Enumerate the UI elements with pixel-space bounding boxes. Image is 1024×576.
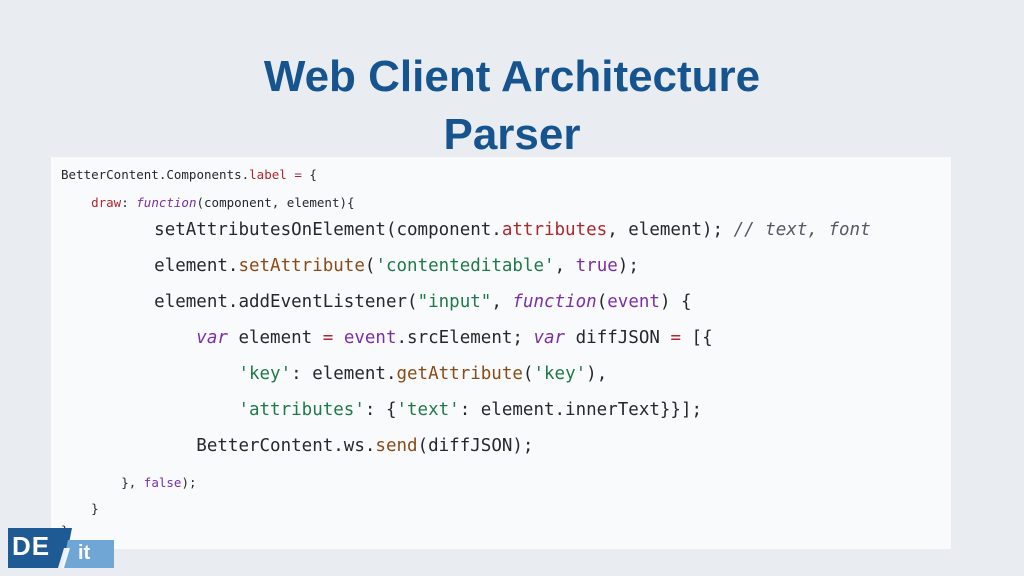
code-line-2: draw: function(component, element){ xyxy=(91,195,355,210)
devit-logo: DE it xyxy=(8,528,114,568)
code-line-8: 'attributes': {'text': element.innerText… xyxy=(238,400,703,420)
logo-text-right: it xyxy=(78,542,91,564)
code-line-9: BetterContent.ws.send(diffJSON); xyxy=(196,436,534,456)
slide-title: Web Client Architecture Parser xyxy=(0,48,1024,164)
slide-title-line1: Web Client Architecture xyxy=(263,52,761,101)
logo-light-block xyxy=(62,540,114,568)
slide-title-line2: Parser xyxy=(443,110,581,159)
code-line-3: setAttributesOnElement(component.attribu… xyxy=(154,220,871,240)
code-line-10: }, false); xyxy=(121,475,197,490)
logo-text-left: DE xyxy=(12,531,51,561)
devit-logo-shape xyxy=(8,528,114,568)
code-line-5: element.addEventListener("input", functi… xyxy=(154,292,692,312)
code-line-4: element.setAttribute('contenteditable', … xyxy=(154,256,639,276)
code-block: BetterContent.Components.label = { draw:… xyxy=(51,157,951,549)
code-line-11: } xyxy=(91,501,99,516)
logo-dark-block xyxy=(8,528,72,568)
code-line-7: 'key': element.getAttribute('key'), xyxy=(238,364,608,384)
logo-slash xyxy=(58,548,70,568)
code-line-1: BetterContent.Components.label = { xyxy=(61,167,317,182)
code-line-6: var element = event.srcElement; var diff… xyxy=(196,328,713,348)
